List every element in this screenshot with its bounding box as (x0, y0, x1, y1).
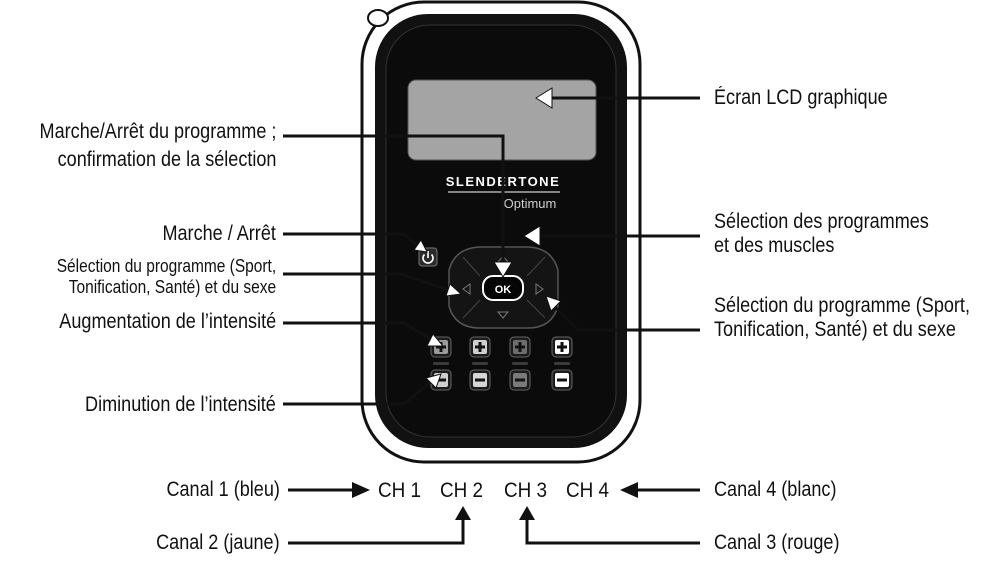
callout-confirmation: confirmation de la sélection (57, 148, 276, 172)
plus-icon (473, 340, 487, 354)
device: SLENDERTONE Optimum OK (360, 0, 642, 464)
callout-canal-2: Canal 2 (jaune) (156, 531, 280, 554)
callout-text-line: Sélection du programme (Sport, (714, 294, 970, 317)
channel-4-controls (551, 336, 573, 391)
channel-2-controls (469, 336, 491, 391)
channel-3-controls (509, 336, 531, 391)
minus-icon (513, 373, 527, 387)
power-icon (422, 251, 434, 264)
channel-label-ch3: CH 3 (504, 479, 548, 502)
arrow-down-icon (496, 311, 510, 319)
model-logo: Optimum (504, 196, 557, 211)
arrowheads (352, 87, 638, 520)
channel-divider (512, 362, 528, 365)
plus-icon (555, 340, 569, 354)
callout-diminution: Diminution de l’intensité (85, 393, 276, 416)
callout-selection-right: Sélection du programme (Sport, Tonificat… (714, 294, 970, 342)
arrow-left-icon (462, 283, 471, 295)
channel-buttons (430, 336, 573, 391)
callout-marche-arret-programme: Marche/Arrêt du programme ; (39, 120, 276, 144)
plus-icon (513, 340, 527, 354)
callout-ecran-lcd: Écran LCD graphique (714, 86, 888, 109)
callout-text-line: Marche/Arrêt du programme ; (39, 120, 276, 143)
callout-text-line: Sélection des programmes (714, 210, 929, 233)
callout-text-line: Tonification, Santé) et du sexe (714, 318, 956, 341)
callout-canal-1: Canal 1 (bleu) (166, 478, 280, 501)
leader-lines (283, 96, 700, 545)
channel-label-ch2: CH 2 (440, 479, 484, 502)
ok-label: OK (495, 284, 512, 296)
callout-selection-left: Sélection du programme (Sport, Tonificat… (57, 256, 276, 298)
channel-divider (433, 362, 449, 365)
callout-text-line: Tonification, Santé) et du sexe (68, 277, 276, 297)
channel-3-minus-button[interactable] (509, 369, 531, 391)
channel-4-plus-button[interactable] (551, 336, 573, 358)
callout-text-line: Sélection du programme (Sport, (56, 256, 276, 276)
channel-divider (554, 362, 570, 365)
callout-augmentation: Augmentation de l’intensité (59, 310, 276, 333)
channel-2-minus-button[interactable] (469, 369, 491, 391)
ok-button[interactable]: OK (482, 275, 524, 301)
channel-divider (472, 362, 488, 365)
clip-hole (367, 9, 389, 27)
channel-3-plus-button[interactable] (509, 336, 531, 358)
minus-icon (555, 373, 569, 387)
minus-icon (473, 373, 487, 387)
callout-text-line: et des muscles (714, 234, 835, 257)
power-button[interactable] (418, 247, 438, 267)
callout-canal-4: Canal 4 (blanc) (714, 478, 837, 501)
channel-2-plus-button[interactable] (469, 336, 491, 358)
callout-canal-3: Canal 3 (rouge) (714, 531, 840, 554)
callout-text-line: confirmation de la sélection (57, 148, 276, 171)
callout-marche-arret: Marche / Arrêt (162, 222, 276, 245)
channel-4-minus-button[interactable] (551, 369, 573, 391)
callout-selection-muscles: Sélection des programmes et des muscles (714, 210, 929, 258)
arrow-right-icon (535, 283, 544, 295)
channel-label-ch1: CH 1 (378, 479, 422, 502)
channel-label-ch4: CH 4 (566, 479, 610, 502)
